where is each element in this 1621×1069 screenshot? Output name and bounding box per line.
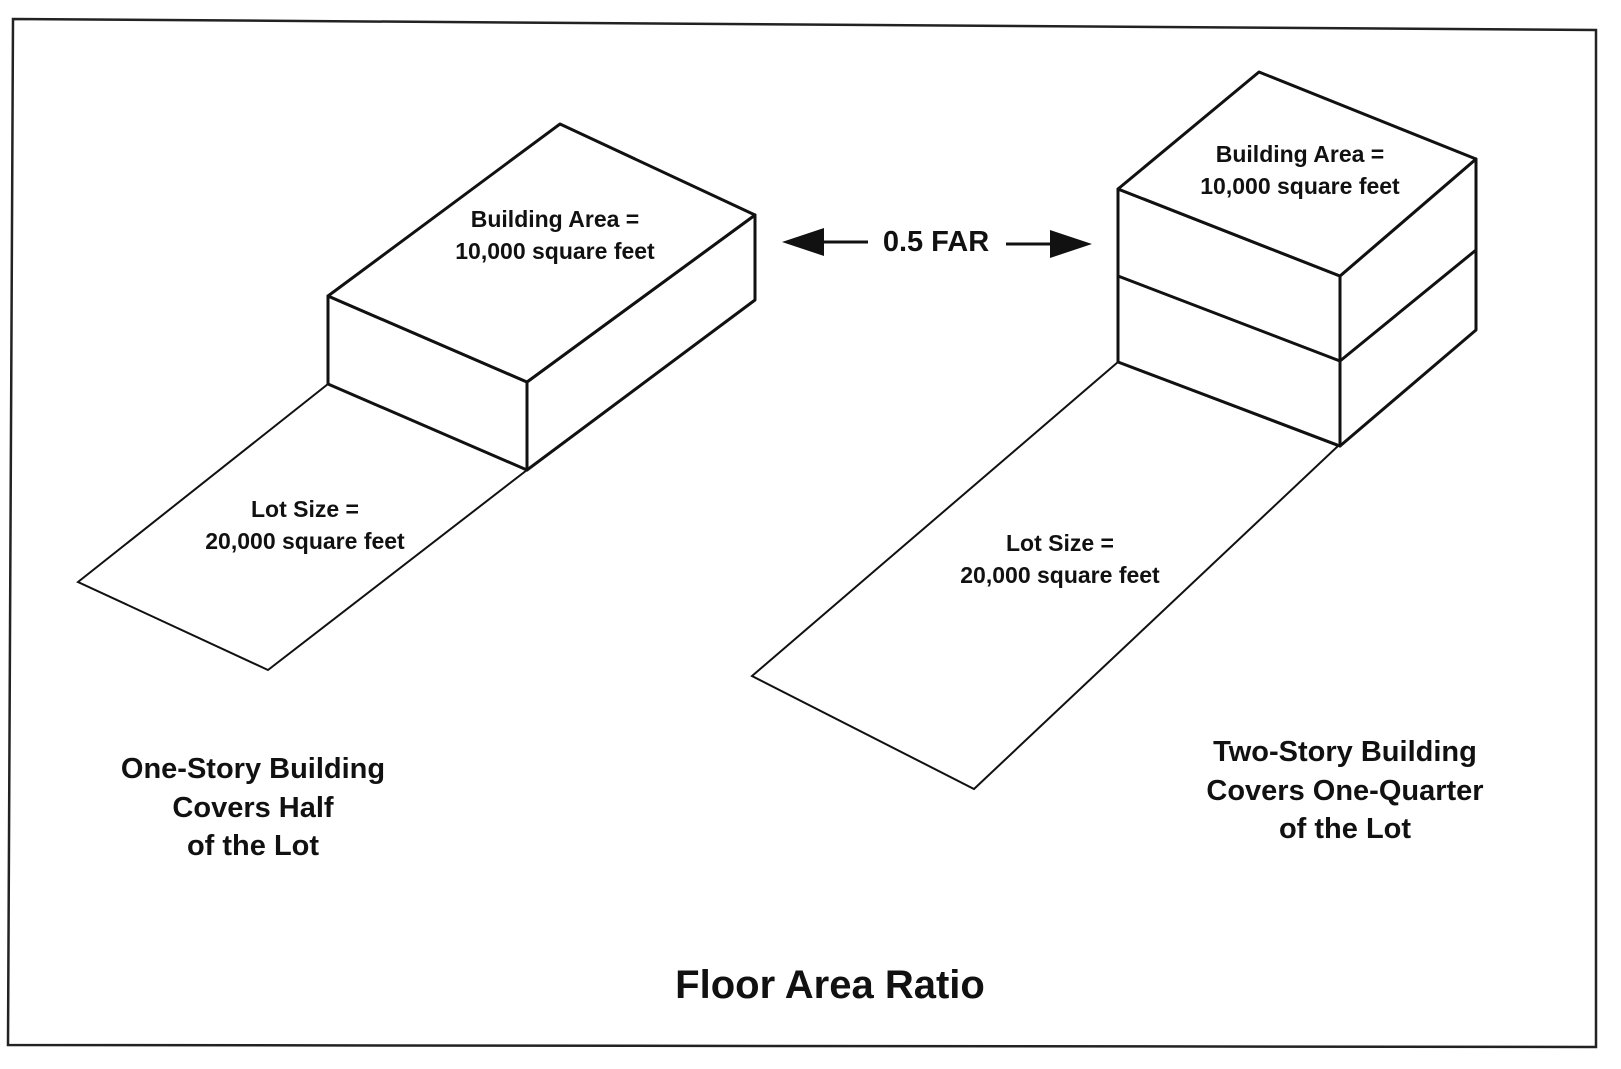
left-lot-size-label: Lot Size = 20,000 square feet	[170, 494, 440, 557]
left-caption-line-2: Covers Half	[172, 791, 334, 824]
left-building-area-line-1: Building Area =	[470, 206, 640, 232]
right-caption: Two-Story Building Covers One-Quarter of…	[1175, 733, 1515, 849]
far-label: 0.5 FAR	[868, 223, 1004, 262]
right-lot-size-line-1: Lot Size =	[1006, 530, 1114, 556]
left-building-box	[326, 122, 757, 472]
right-building-roof	[1116, 70, 1478, 278]
left-caption-line-1: One-Story Building	[120, 753, 386, 785]
right-building-area-label: Building Area = 10,000 square feet	[1165, 139, 1435, 202]
far-arrows	[782, 228, 1092, 258]
far-label-text: 0.5 FAR	[882, 226, 990, 258]
left-caption: One-Story Building Covers Half of the Lo…	[103, 750, 403, 866]
right-caption-line-1: Two-Story Building	[1213, 736, 1477, 768]
left-arrowhead	[782, 228, 824, 256]
left-caption-line-3: of the Lot	[186, 830, 320, 863]
right-building-box	[1116, 70, 1478, 448]
left-lot-size-line-2: 20,000 square feet	[205, 527, 405, 554]
left-building-area-line-2: 10,000 square feet	[455, 237, 655, 264]
right-lot-size-label: Lot Size = 20,000 square feet	[925, 528, 1195, 591]
right-caption-line-2: Covers One-Quarter	[1206, 774, 1484, 807]
figure-title-text: Floor Area Ratio	[675, 963, 985, 1007]
left-lot-size-line-1: Lot Size =	[251, 496, 359, 522]
figure-title: Floor Area Ratio	[560, 958, 1100, 1013]
right-caption-line-3: of the Lot	[1278, 813, 1412, 846]
right-building-area-line-2: 10,000 square feet	[1200, 172, 1400, 199]
left-building-roof	[326, 122, 757, 384]
left-building-area-label: Building Area = 10,000 square feet	[420, 204, 690, 267]
right-arrowhead	[1050, 230, 1092, 258]
right-building-floor-divider	[1117, 248, 1477, 363]
figure-border	[6, 17, 1598, 1049]
right-lot-size-line-2: 20,000 square feet	[960, 561, 1160, 588]
right-building-area-line-1: Building Area =	[1215, 141, 1385, 167]
